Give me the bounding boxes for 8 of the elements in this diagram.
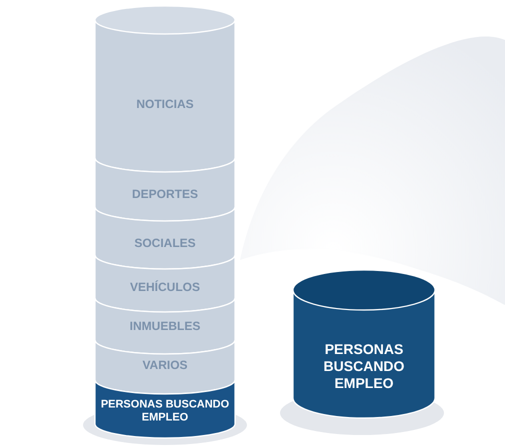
segment-label: SOCIALES: [133, 237, 197, 251]
segment-label: PERSONAS BUSCANDO EMPLEO: [100, 398, 230, 424]
segment-label: VARIOS: [141, 359, 189, 373]
segment-label: DEPORTES: [130, 188, 199, 202]
segment-label: NOTICIAS: [135, 98, 195, 112]
segment-label: INMUEBLES: [128, 320, 202, 334]
segment-label: PERSONAS BUSCANDO EMPLEO: [322, 340, 406, 392]
segment-label: VEHÍCULOS: [128, 281, 201, 295]
